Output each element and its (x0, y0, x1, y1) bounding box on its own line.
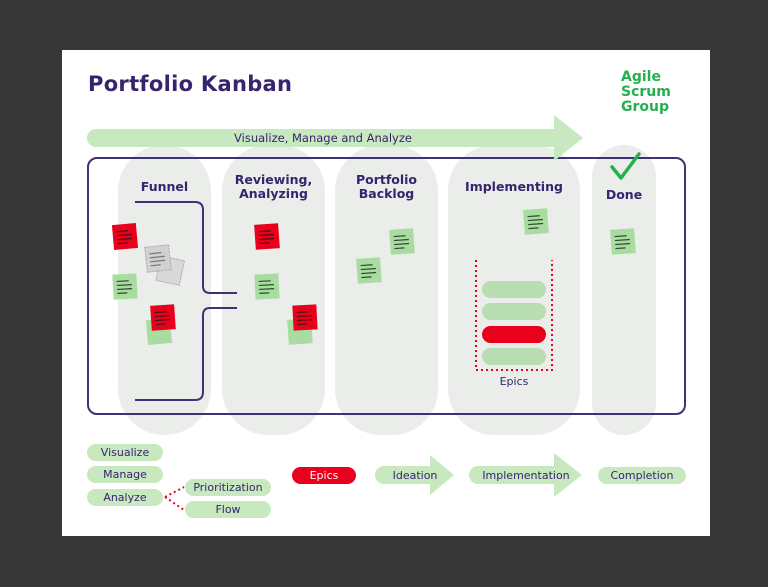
backlog-card-1 (389, 228, 415, 255)
column-header-implementing-line1: Implementing (465, 179, 563, 194)
ideation-arrow (375, 455, 454, 495)
epic-bar-1 (482, 281, 546, 298)
funnel-card-red-1 (111, 223, 139, 251)
legend-prioritization: Prioritization (185, 479, 271, 496)
column-header-backlog-line1: Portfolio (355, 172, 418, 187)
implementing-card (523, 208, 549, 235)
review-card-green (254, 273, 280, 300)
review-card-red (254, 223, 280, 250)
legend-visualize: Visualize (87, 444, 163, 461)
logo-line-1: Agile (621, 69, 661, 85)
review-card-red-2 (292, 304, 318, 331)
column-header-done-line1: Done (605, 187, 643, 202)
analyze-connector (164, 486, 185, 511)
logo: Agile Scrum Group (621, 70, 671, 115)
column-header-implementing: Implementing (448, 180, 580, 194)
top-arrow (87, 115, 583, 161)
page-title: Portfolio Kanban (88, 72, 293, 96)
column-header-reviewing-line2: Analyzing (239, 186, 308, 201)
kanban-board-frame (87, 157, 686, 415)
funnel-bracket-lower (135, 307, 237, 401)
legend-manage: Manage (87, 466, 163, 483)
column-header-funnel-line1: Funnel (140, 179, 189, 194)
done-card (610, 228, 636, 255)
column-header-backlog: Portfolio Backlog (335, 173, 438, 201)
funnel-card-green-1 (112, 273, 138, 300)
column-header-backlog-line2: Backlog (358, 186, 415, 201)
implementation-arrow (469, 453, 582, 497)
funnel-bracket (135, 201, 237, 294)
funnel-card-gray (144, 244, 172, 273)
legend-ideation: Ideation (392, 469, 438, 482)
legend-analyze: Analyze (87, 489, 163, 506)
column-header-done: Done (592, 188, 656, 202)
legend-implementation: Implementation (482, 469, 570, 482)
epic-bar-4 (482, 348, 546, 365)
logo-line-3: Group (621, 99, 670, 115)
lane-backlog (335, 145, 438, 435)
logo-line-2: Scrum (621, 84, 671, 100)
legend-flow: Flow (185, 501, 271, 518)
epic-bar-3 (482, 326, 546, 343)
diagram-graphics (87, 115, 641, 511)
epics-label: Epics (499, 375, 529, 388)
legend-epics: Epics (292, 467, 356, 484)
funnel-card-red-2 (150, 304, 176, 331)
column-header-reviewing: Reviewing, Analyzing (222, 173, 325, 201)
epic-bar-2 (482, 303, 546, 320)
column-header-reviewing-line1: Reviewing, (234, 172, 313, 187)
backlog-card-2 (356, 257, 382, 284)
top-arrow-label: Visualize, Manage and Analyze (234, 131, 412, 145)
epics-container (475, 260, 553, 371)
checkmark-icon (610, 152, 641, 180)
column-header-funnel: Funnel (118, 180, 211, 194)
slide: Portfolio Kanban Agile Scrum Group (62, 50, 710, 536)
lane-done (592, 145, 656, 435)
legend-completion: Completion (598, 467, 686, 484)
